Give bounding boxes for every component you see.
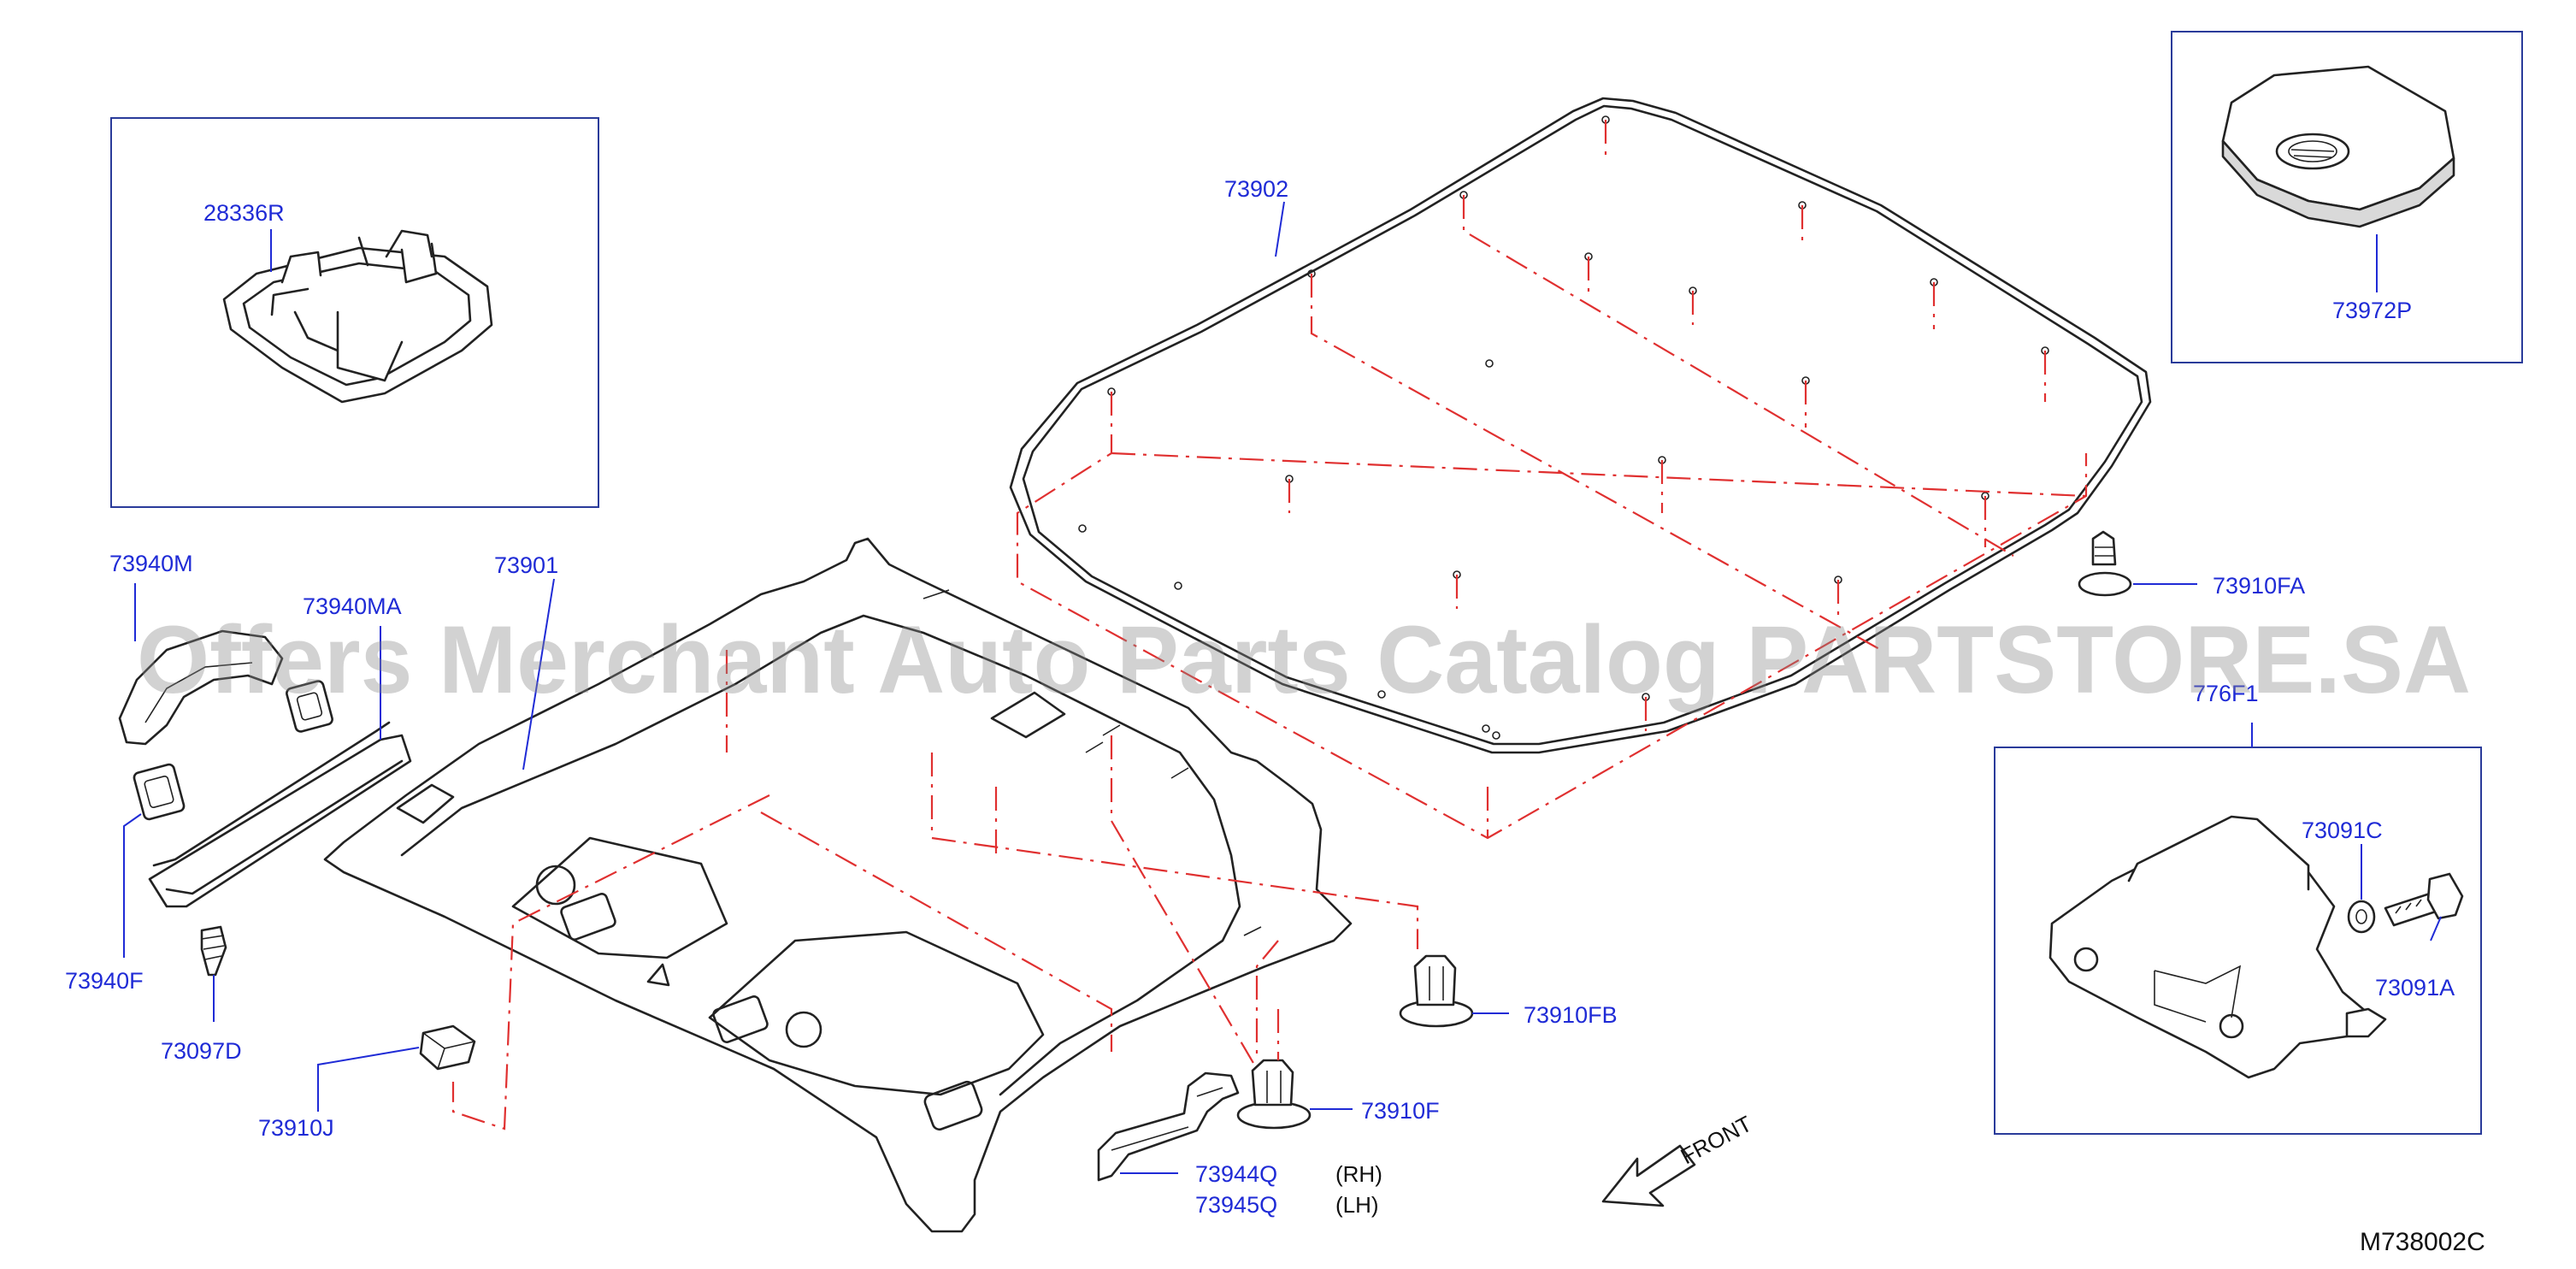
label-73091A[interactable]: 73091A (2375, 975, 2455, 1000)
detail-box-clip-cap (2171, 31, 2523, 363)
bracket-73940MA-drawing (133, 680, 412, 908)
label-73091C[interactable]: 73091C (2302, 817, 2383, 843)
clip-73910FA-drawing (2078, 530, 2132, 597)
label-73910FA[interactable]: 73910FA (2213, 573, 2305, 599)
block-73910J-drawing (419, 1024, 476, 1071)
label-73972P[interactable]: 73972P (2332, 298, 2412, 323)
washer-73091C-drawing (2347, 900, 2376, 934)
front-label: FRONT (1677, 1111, 1756, 1170)
label-lh: (LH) (1335, 1192, 1379, 1218)
label-73940MA[interactable]: 73940MA (303, 593, 402, 619)
assembly-dashed-lines (451, 120, 2088, 1130)
label-73097D[interactable]: 73097D (161, 1038, 242, 1064)
diagram-code: M738002C (2360, 1228, 2485, 1256)
bracket-776F1-drawing (2048, 815, 2387, 1079)
label-73910F[interactable]: 73910F (1361, 1098, 1440, 1124)
headlining-73901-drawing (323, 537, 1353, 1233)
detail-box-sunvisor-holder (110, 117, 599, 508)
watermark-text: Offers Merchant Auto Parts Catalog PARTS… (137, 606, 2471, 713)
clip-73910F-drawing (1236, 1059, 1312, 1130)
label-28336R[interactable]: 28336R (203, 200, 285, 226)
leader-lines (123, 201, 2442, 1174)
holder-28336R-drawing (222, 229, 493, 404)
grab-handle-73940M-drawing (118, 629, 284, 746)
label-73944Q[interactable]: 73944Q (1195, 1161, 1277, 1187)
detail-box-bracket (1994, 747, 2482, 1135)
label-73945Q[interactable]: 73945Q (1195, 1192, 1277, 1218)
bolt-73091A-drawing (2384, 872, 2464, 927)
clip-73910FB-drawing (1399, 954, 1474, 1028)
label-73940M[interactable]: 73940M (109, 551, 193, 576)
label-73940F[interactable]: 73940F (65, 968, 144, 994)
front-arrow-icon (1601, 1144, 1696, 1207)
label-73902[interactable]: 73902 (1224, 176, 1288, 202)
label-73901[interactable]: 73901 (494, 552, 558, 578)
cap-73972P-drawing (2221, 65, 2455, 228)
label-73910FB[interactable]: 73910FB (1524, 1002, 1618, 1028)
label-rh: (RH) (1335, 1161, 1382, 1187)
label-73910J[interactable]: 73910J (258, 1115, 334, 1141)
label-776F1[interactable]: 776F1 (2193, 681, 2259, 706)
bracket-73944Q-drawing (1097, 1071, 1240, 1182)
screw-73097D-drawing (200, 925, 227, 977)
